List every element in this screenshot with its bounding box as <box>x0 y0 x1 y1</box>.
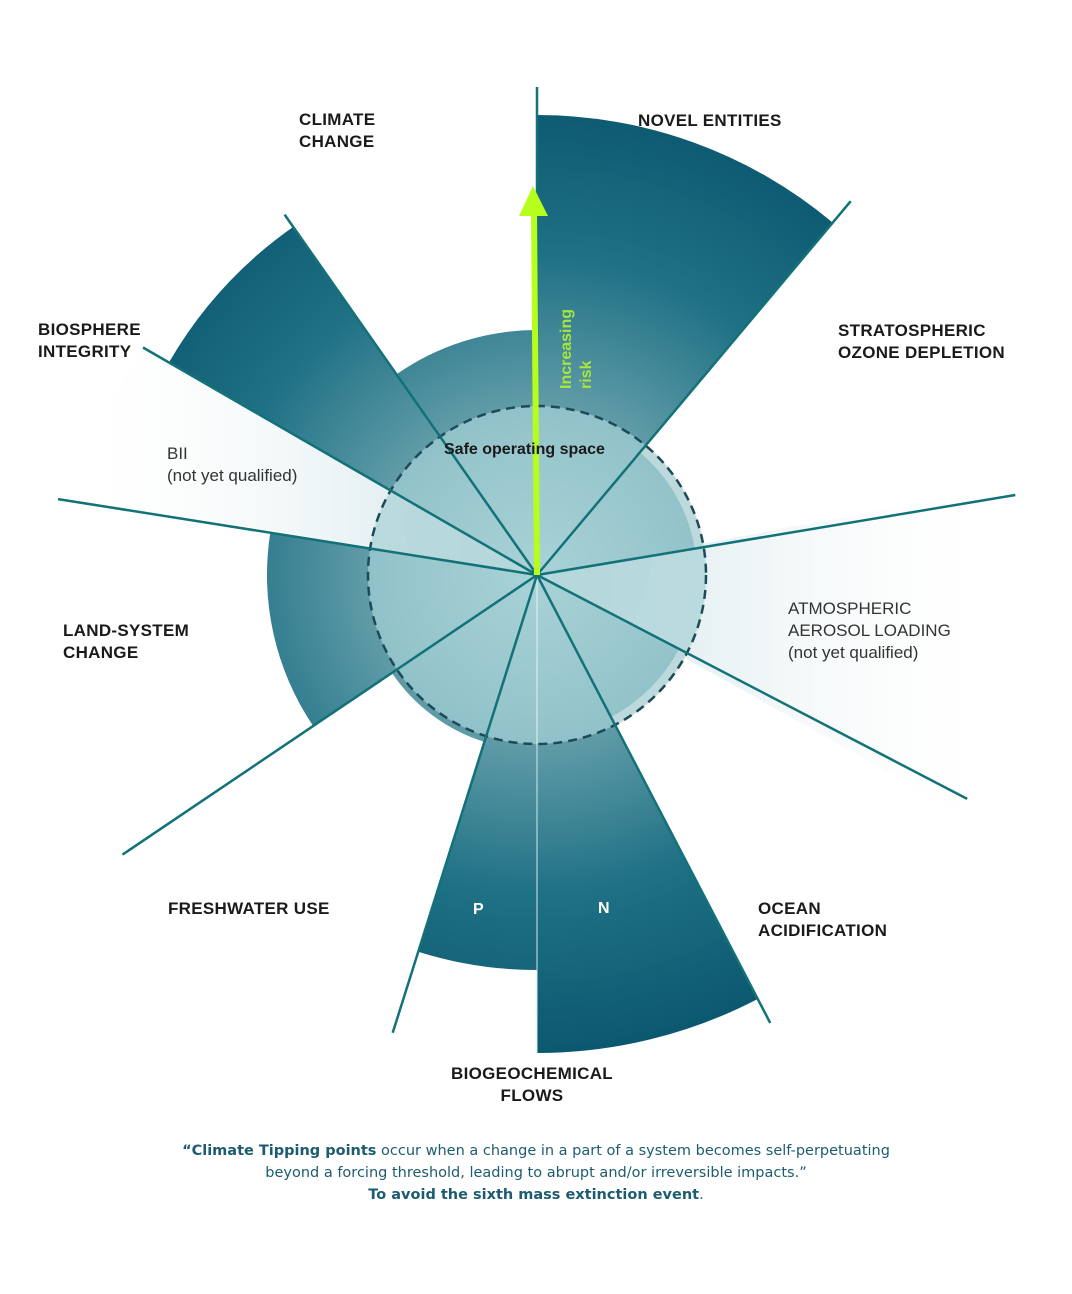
caption-line1-text: occur when a change in a part of a syste… <box>265 1143 890 1181</box>
divider-ozone-aerosol <box>536 493 1016 577</box>
caption-line2-text: . <box>699 1187 704 1203</box>
label-climate-change: CLIMATE CHANGE <box>299 110 376 151</box>
label-ocean-acidification: OCEAN ACIDIFICATION <box>758 899 888 940</box>
label-biosphere-integrity: BIOSPHERE INTEGRITY <box>38 320 141 361</box>
caption-line2-bold: To avoid the sixth mass extinction event <box>368 1187 700 1203</box>
label-atmospheric-aerosol-loading: ATMOSPHERIC AEROSOL LOADING (not yet qua… <box>788 599 951 662</box>
label-freshwater-use: FRESHWATER USE <box>168 899 330 918</box>
divider-bii-biosphere <box>142 346 538 577</box>
label-biogeochemical-flows: BIOGEOCHEMICAL FLOWS <box>451 1064 613 1105</box>
label-novel-entities: NOVEL ENTITIES <box>638 111 782 130</box>
divider-ocean-nitrogen <box>535 574 772 1024</box>
caption: “Climate Tipping points occur when a cha… <box>170 1140 902 1206</box>
safe-operating-space-label: Safe operating space <box>444 441 605 458</box>
increasing-risk-arrow <box>519 186 548 576</box>
label-bii: BII (not yet qualified) <box>167 444 298 485</box>
label-stratospheric-ozone-depletion: STRATOSPHERIC OZONE DEPLETION <box>838 321 1005 362</box>
caption-line1-bold: “Climate Tipping points <box>182 1143 377 1159</box>
segment-label-phosphorus: P <box>473 901 484 918</box>
risk-arrow-head <box>519 186 548 216</box>
divider-biosphere-climate <box>283 213 539 576</box>
divider-phosphorus-freshwater <box>391 574 539 1034</box>
increasing-risk-label: Increasing risk <box>558 308 595 389</box>
divider-novel-entities-right <box>536 200 852 576</box>
label-land-system-change: LAND-SYSTEM CHANGE <box>63 621 190 662</box>
risk-arrow-shaft <box>531 209 540 576</box>
boundary-dividers <box>57 87 1016 1053</box>
divider-land-bii <box>57 497 538 577</box>
divider-aerosol-ocean <box>536 573 968 801</box>
divider-freshwater-land <box>121 573 538 856</box>
segment-label-nitrogen: N <box>598 900 610 917</box>
